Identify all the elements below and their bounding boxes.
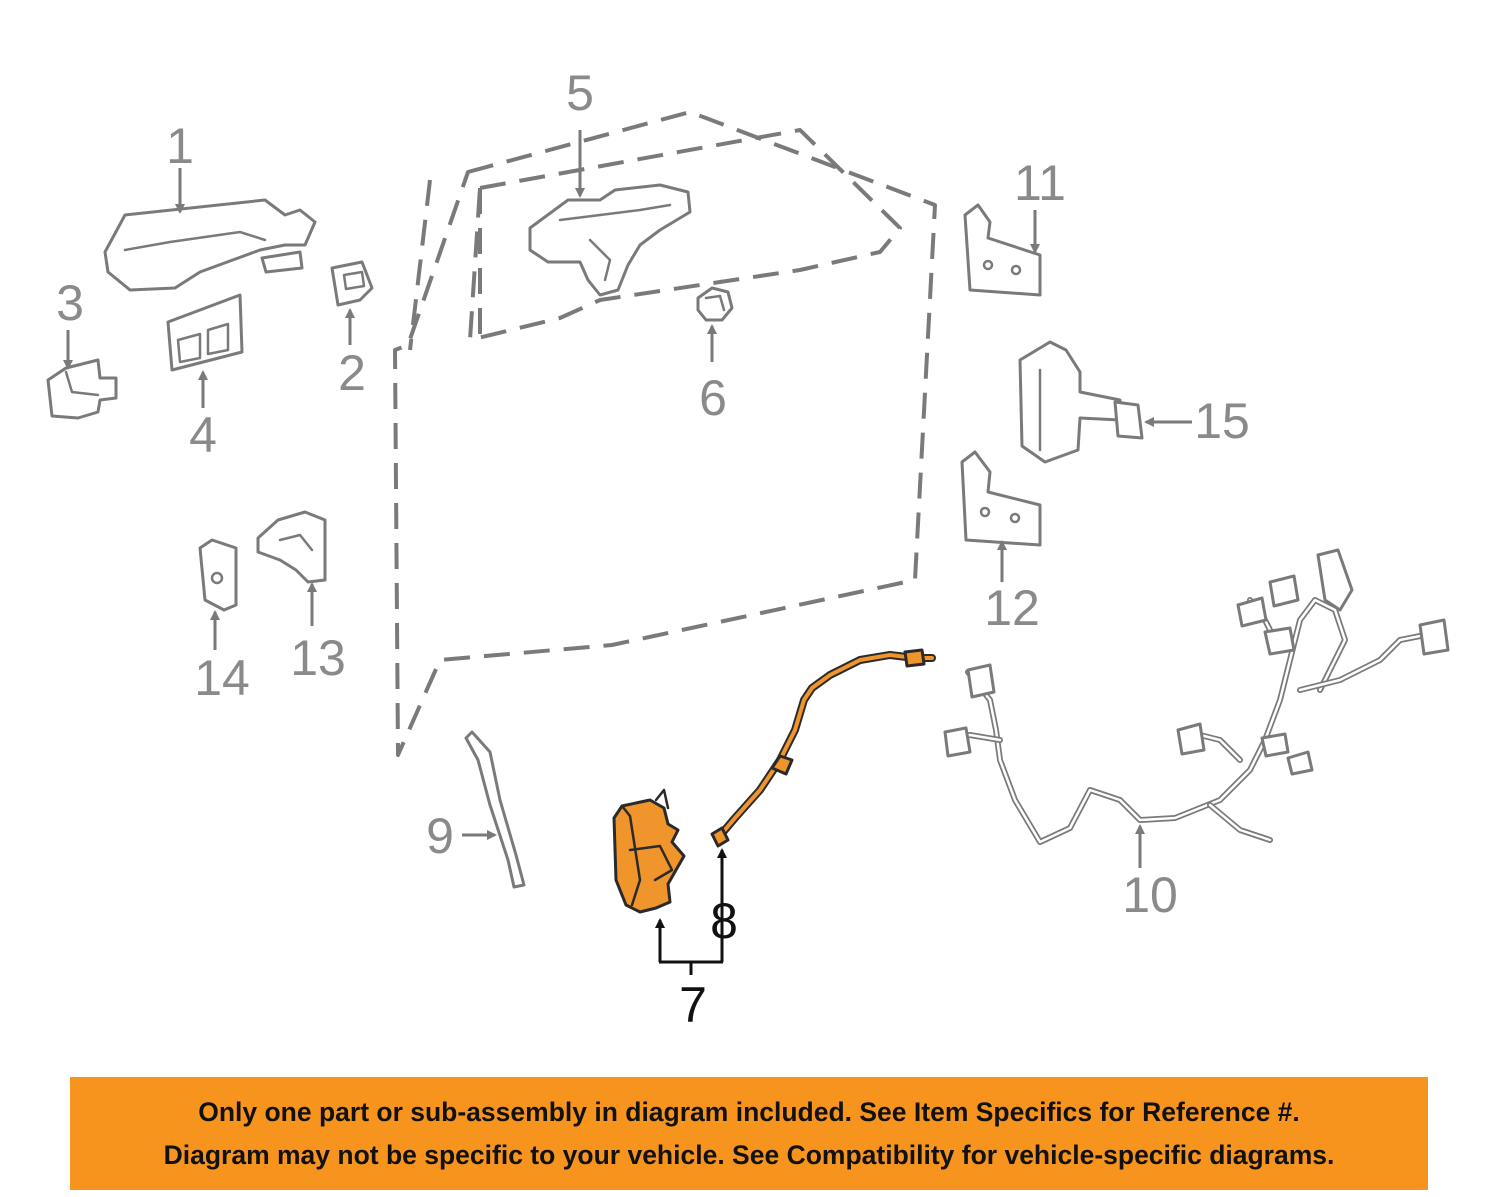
disclaimer-line-2: Diagram may not be specific to your vehi… <box>163 1139 1335 1170</box>
door-latch-part-7 <box>612 788 686 914</box>
callout-10: 10 <box>1122 867 1178 923</box>
wiring-harness-part-10 <box>943 548 1450 868</box>
callout-3: 3 <box>56 275 84 331</box>
callout-8: 8 <box>710 893 738 949</box>
callout-12: 12 <box>984 580 1040 636</box>
callout-1: 1 <box>166 118 194 174</box>
callout-4: 4 <box>189 407 217 463</box>
door-outline <box>393 110 937 757</box>
disclaimer-banner: Only one part or sub-assembly in diagram… <box>70 1077 1428 1190</box>
callout-2: 2 <box>338 345 366 401</box>
callout-7: 7 <box>679 977 707 1033</box>
callout-14: 14 <box>194 650 250 706</box>
cable-part-8 <box>710 648 936 848</box>
callout-5: 5 <box>566 65 594 121</box>
outside-handle-part-1 <box>103 168 317 292</box>
callout-13: 13 <box>290 630 346 686</box>
parts-diagram: 1 2 3 4 5 6 7 8 9 10 11 12 13 14 15 <box>46 65 1450 1033</box>
callout-15: 15 <box>1194 393 1250 449</box>
callout-11: 11 <box>1014 155 1066 211</box>
upper-hinge-part-11 <box>963 203 1042 297</box>
end-cap-part-3 <box>46 330 118 420</box>
gasket-part-4 <box>166 293 244 408</box>
leader-7-8 <box>655 848 727 975</box>
disclaimer-line-1: Only one part or sub-assembly in diagram… <box>198 1096 1300 1127</box>
seal-part-9 <box>462 730 526 889</box>
callout-6: 6 <box>699 370 727 426</box>
clip-part-6 <box>696 286 734 362</box>
plate-part-14 <box>198 538 238 650</box>
lower-hinge-part-12 <box>960 450 1042 582</box>
callout-9: 9 <box>426 808 454 864</box>
inside-handle-part-5 <box>528 130 692 297</box>
bracket-part-2 <box>330 260 374 345</box>
bracket-part-13 <box>256 510 327 626</box>
door-check-part-15 <box>1018 340 1192 464</box>
